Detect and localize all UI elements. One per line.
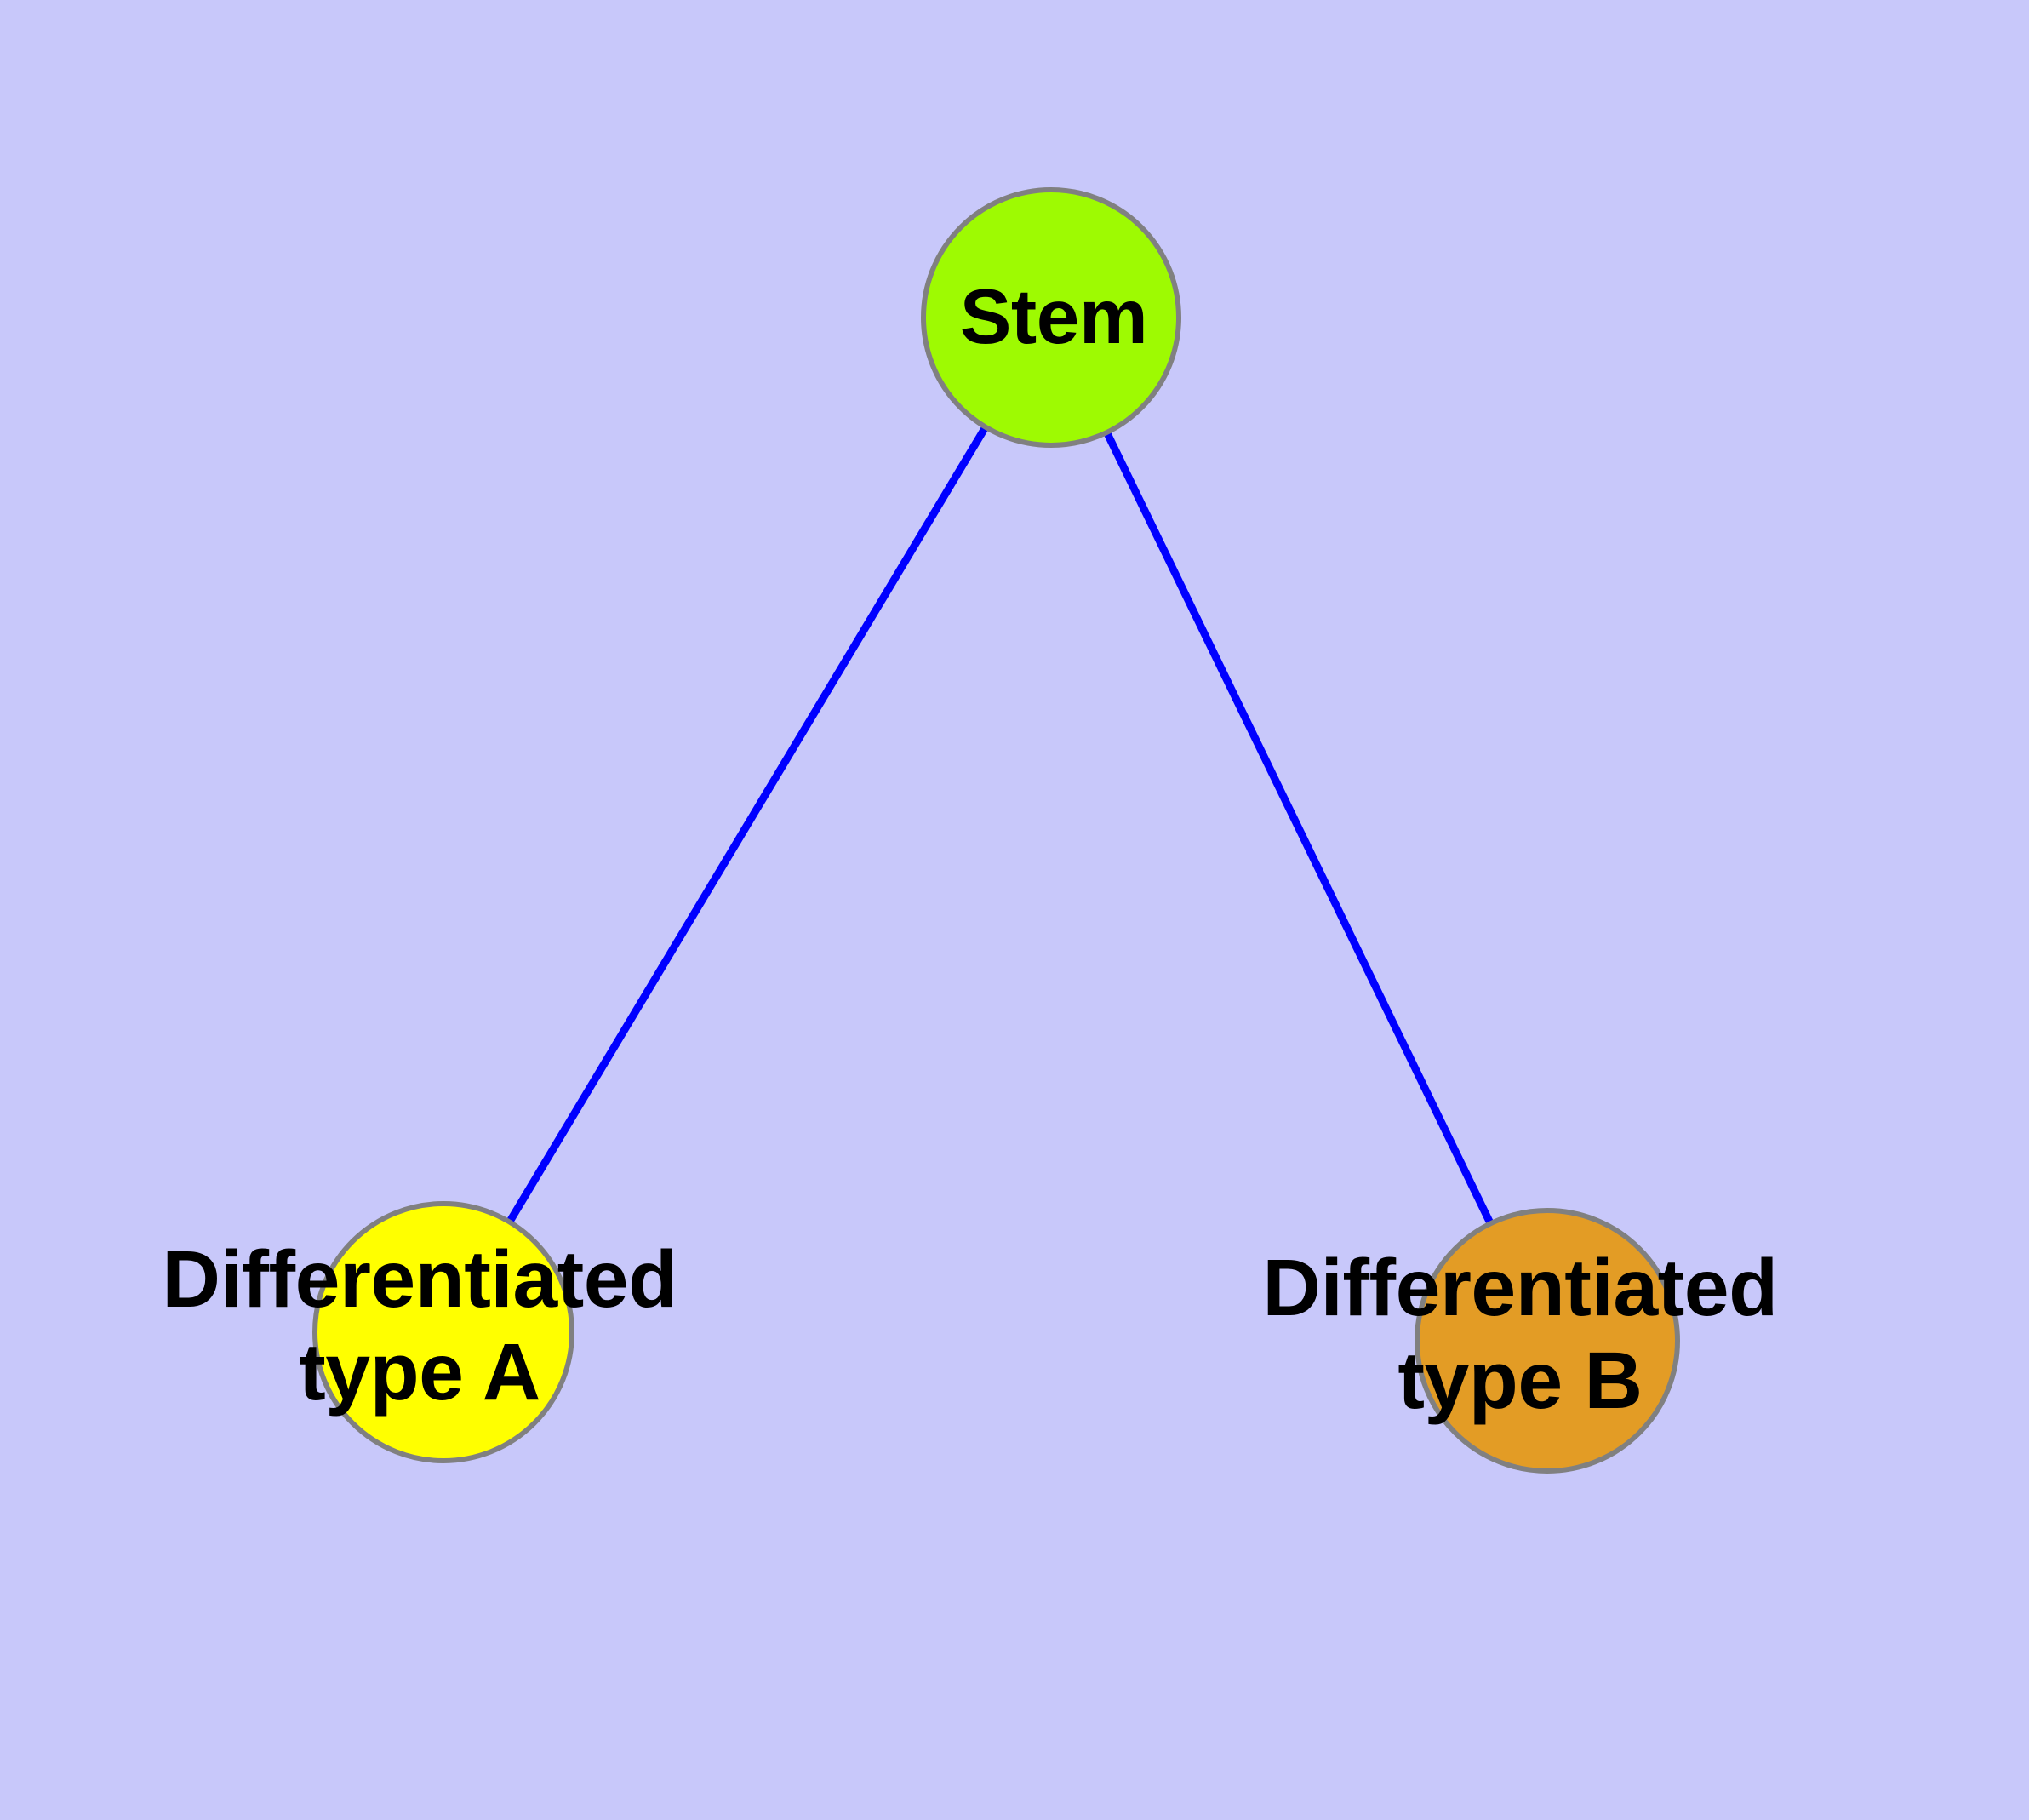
node-layer	[312, 187, 1680, 1474]
node-circle-stem[interactable]	[921, 187, 1181, 448]
node-circle-differentiated-type-a[interactable]	[312, 1201, 574, 1463]
node-circle-differentiated-type-b[interactable]	[1415, 1208, 1680, 1474]
edge-stem-to-differentiated-type-b[interactable]	[1047, 316, 1552, 1342]
edge-layer	[440, 315, 1552, 1342]
edge-stem-to-differentiated-type-a[interactable]	[440, 315, 1055, 1335]
